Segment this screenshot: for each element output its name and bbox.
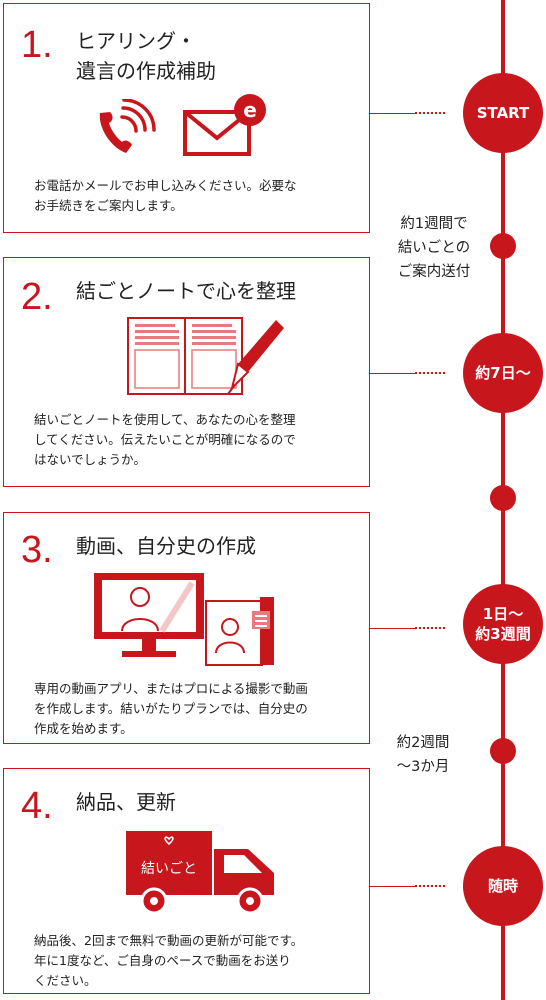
- step-number: 4.: [21, 785, 53, 827]
- step-number: 1.: [21, 24, 53, 66]
- step-number: 3.: [21, 529, 53, 571]
- connector-line: [370, 373, 416, 374]
- photo-album-icon: [204, 595, 276, 671]
- step-title: ヒアリング・ 遺言の作成補助: [76, 29, 216, 83]
- notebook-icon: [126, 316, 246, 402]
- milestone-7-days: 約7日～: [463, 333, 543, 413]
- step-number: 2.: [21, 276, 53, 318]
- step-title: 動画、自分史の作成: [76, 534, 256, 558]
- connector-dots: [415, 627, 445, 629]
- monitor-icon: [92, 571, 207, 667]
- connector-dots: [415, 112, 445, 114]
- step-description: 結いごとノートを使用して、あなたの心を整理 してください。伝えたいことが明確にな…: [34, 412, 296, 467]
- pen-icon: [226, 316, 286, 400]
- delivery-truck-icon: 結いごと: [122, 829, 282, 923]
- step-title: 結ごとノートで心を整理: [76, 279, 296, 303]
- step-description: 納品後、2回まで無料で動画の更新が可能です。 年に1度など、ご自身のペースで動画…: [34, 933, 304, 988]
- milestone-1-day-3-weeks: 1日～ 約3週間: [463, 584, 543, 664]
- step-title: 納品、更新: [76, 790, 176, 814]
- timeline-dot: [490, 233, 516, 259]
- connector-line: [370, 113, 416, 114]
- timeline-dot: [490, 738, 516, 764]
- step-description: 専用の動画アプリ、またはプロによる撮影で動画 を作成します。結いがたりプランでは…: [34, 681, 308, 736]
- timeline-dot: [490, 485, 516, 511]
- svg-text:e: e: [243, 98, 257, 122]
- step-card-4: 4. 納品、更新 結いごと 納品後、2回まで無料で動画の更新が可能です。 年に1…: [3, 768, 370, 994]
- step-card-3: 3. 動画、自分史の作成 専用の動画アプリ、またはプロによる撮影で動画 を作成し…: [3, 512, 370, 744]
- step-card-1: 1. ヒアリング・ 遺言の作成補助 e お電話かメールでお申し込みください。必要…: [3, 3, 370, 233]
- duration-label: 約1週間で 結いごとの ご案内送付: [397, 216, 471, 280]
- milestone-anytime: 随時: [463, 846, 543, 926]
- phone-icon: [92, 98, 162, 163]
- duration-label: 約2週間 ～3か月: [396, 735, 450, 775]
- connector-dots: [415, 885, 445, 887]
- milestone-start: START: [463, 73, 543, 153]
- connector-line: [370, 886, 416, 887]
- step-card-2: 2. 結ごとノートで心を整理 結いごとノートを使用して、あなたの心を整理 してく…: [3, 257, 370, 487]
- email-icon: e: [182, 92, 272, 164]
- connector-line: [370, 628, 416, 629]
- connector-dots: [415, 372, 445, 374]
- truck-logo: 結いごと: [141, 861, 197, 877]
- step-description: お電話かメールでお申し込みください。必要な お手続きをご案内します。: [34, 178, 297, 213]
